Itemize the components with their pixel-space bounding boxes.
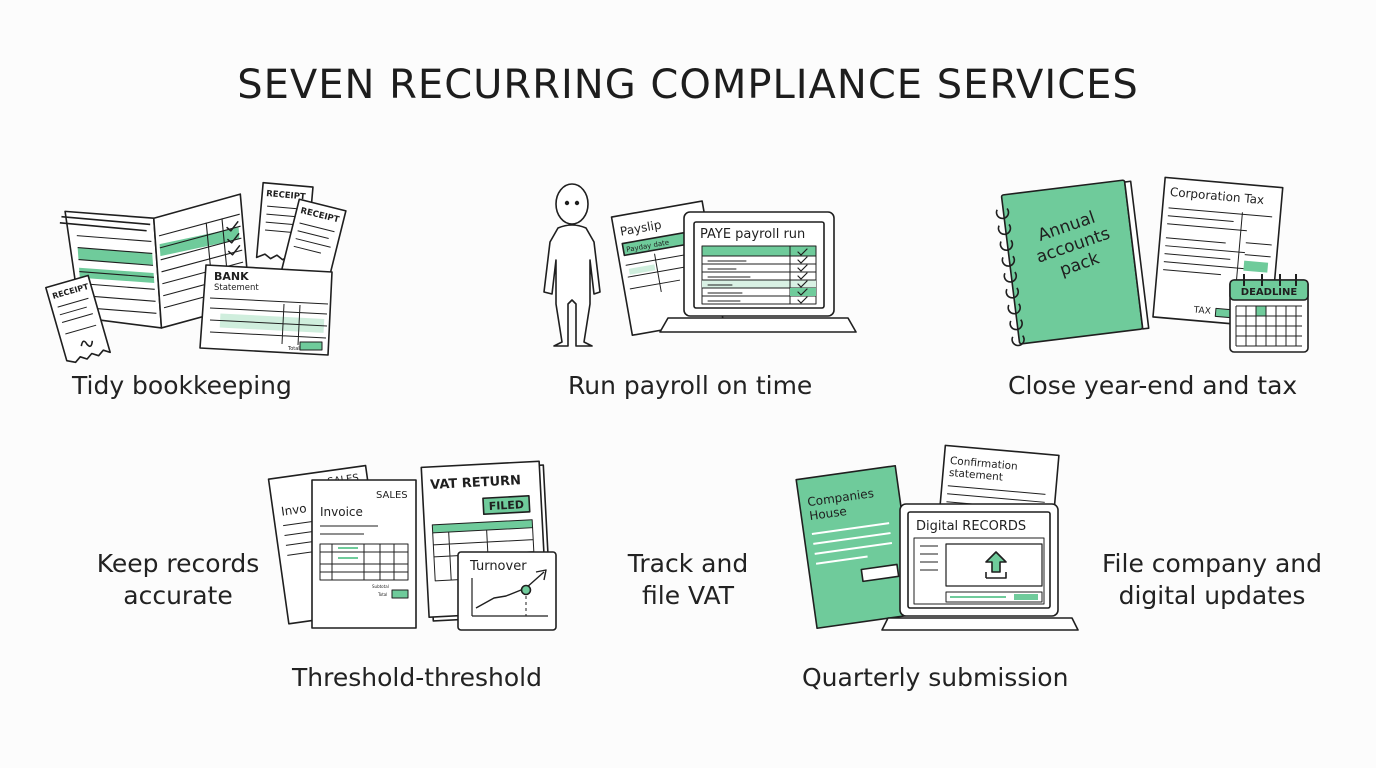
house-line-2: House [808,504,847,523]
bank-title: BANK [214,270,249,283]
confirm-line-2: statement [948,467,1003,484]
receipt-label: RECEIPT [266,189,307,202]
bank-total: Total [287,346,300,352]
caption-threshold: Threshold-threshold [292,663,542,692]
label-company-line-1: File company and [1102,549,1322,578]
invoice-back-title: Invo [280,501,307,518]
bank-statement-icon: BANK Statement Total [199,264,333,356]
companies-house-form-icon: Companies House [795,464,917,630]
label-vat-line-2: file VAT [642,581,734,610]
company-illustration: Companies House Confirmation statement D… [795,444,1079,631]
label-year-end: Close year-end and tax [1008,371,1298,400]
invoice-sales: SALES [376,490,408,501]
label-bookkeeping: Tidy bookkeeping [72,371,292,400]
year-end-illustration: Corporation Tax TAX Annual accounts pack [995,176,1309,353]
filed-stamp: FILED [488,498,524,513]
vat-illustration: Invo SALES Invoice SALES Subtotal Total … [267,460,557,631]
bookkeeping-illustration: RECEIPT RECEIPT RECEIPT BANK Statement T… [45,181,347,364]
caption-quarterly: Quarterly submission [802,663,1069,692]
payroll-screen-title: PAYE payroll run [700,227,805,242]
label-company: File company and digital updates [1090,548,1334,612]
label-records-line-2: accurate [123,581,233,610]
label-vat: Track and file VAT [608,548,768,612]
confirm-line-1: Confirmation [949,455,1018,473]
records-screen-title: Digital RECORDS [916,519,1026,534]
label-company-line-2: digital updates [1118,581,1306,610]
turnover-title: Turnover [469,559,527,574]
payroll-illustration: Payslip Payday date PAYE payroll run [543,183,857,347]
invoice-title: Invoice [320,505,363,519]
turnover-chart-icon: Turnover [457,551,557,631]
bank-subtitle: Statement [214,283,259,293]
laptop-icon: PAYE payroll run [659,211,857,333]
label-payroll: Run payroll on time [568,371,813,400]
person-icon [543,183,601,347]
annual-accounts-notebook-icon: Annual accounts pack [995,179,1150,347]
label-vat-line-1: Track and [627,549,749,578]
calendar-label: DEADLINE [1241,287,1298,298]
page-title: SEVEN RECURRING COMPLIANCE SERVICES [237,62,1139,108]
invoice-subtotal: Subtotal [372,584,389,589]
receipt-icon: RECEIPT [45,274,111,364]
vat-return-title: VAT RETURN [430,473,522,493]
label-records-line-1: Keep records [96,549,260,578]
deadline-calendar-icon: DEADLINE [1229,274,1309,353]
tax-tag: TAX [1192,305,1211,317]
invoice-total: Total [377,592,387,597]
invoice-icon: Invoice SALES Subtotal Total [311,479,417,629]
digital-records-laptop-icon: Digital RECORDS [881,503,1079,631]
label-records: Keep records accurate [80,548,276,612]
